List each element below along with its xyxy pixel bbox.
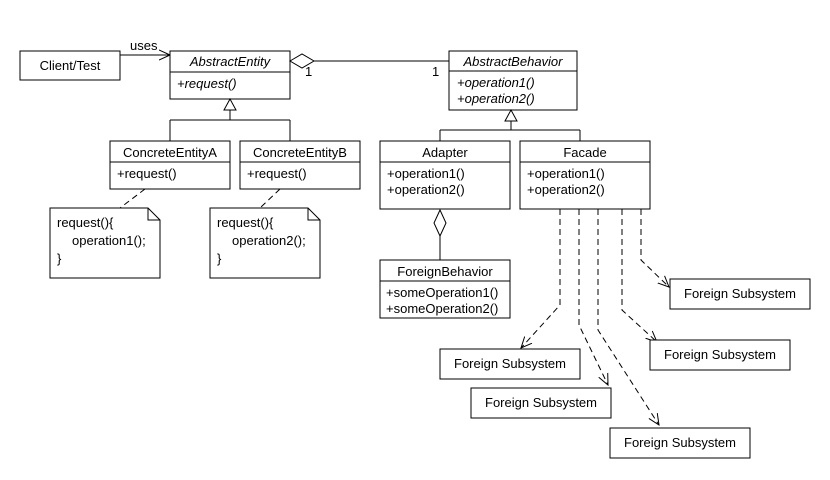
concrete-entity-b-method: +request() (247, 166, 307, 181)
client-test-label: Client/Test (40, 58, 101, 73)
inheritance-triangle-icon (504, 108, 518, 122)
adapter-name: Adapter (422, 145, 468, 160)
uses-label: uses (130, 38, 158, 53)
note-a-line-1: request(){ (57, 215, 114, 230)
facade-dependency-1 (521, 209, 561, 348)
foreign-behavior-method-1: +someOperation1() (386, 285, 498, 300)
foreign-behavior-method-2: +someOperation2() (386, 301, 498, 316)
note-b-line-3: } (217, 251, 222, 266)
concrete-entity-b-name: ConcreteEntityB (253, 145, 347, 160)
foreign-subsystem-box: Foreign Subsystem (609, 427, 751, 459)
note-b-link (259, 188, 281, 209)
foreign-behavior-class: ForeignBehavior +someOperation1() +someO… (379, 259, 511, 319)
note-a-line-3: } (57, 251, 62, 266)
adapter-method-1: +operation1() (387, 166, 465, 181)
adapter-method-2: +operation2() (387, 182, 465, 197)
facade-dependency-3 (597, 209, 659, 425)
abstract-entity-method-request: +request() (177, 76, 237, 91)
concrete-entity-b-class: ConcreteEntityB +request() (239, 140, 361, 190)
note-b-line-1: request(){ (217, 215, 274, 230)
multiplicity-right: 1 (432, 64, 439, 79)
abstract-behavior-method-1: +operation1() (457, 75, 535, 90)
abstract-entity-class: AbstractEntity +request() (169, 50, 291, 100)
facade-class: Facade +operation1() +operation2() (519, 140, 651, 210)
foreign-subsystem-label: Foreign Subsystem (624, 435, 736, 450)
concrete-entity-a-method: +request() (117, 166, 177, 181)
foreign-subsystem-label: Foreign Subsystem (454, 356, 566, 371)
entity-inheritance-connector (169, 97, 291, 141)
concrete-entity-a-name: ConcreteEntityA (123, 145, 217, 160)
note-b: request(){ operation2(); } (209, 207, 321, 279)
adapter-class: Adapter +operation1() +operation2() (379, 140, 511, 210)
concrete-entity-a-class: ConcreteEntityA +request() (109, 140, 231, 190)
foreign-subsystem-box: Foreign Subsystem (470, 387, 612, 419)
note-a-line-2: operation1(); (72, 233, 146, 248)
abstract-behavior-method-2: +operation2() (457, 91, 535, 106)
facade-dependency-2 (578, 209, 608, 385)
foreign-behavior-name: ForeignBehavior (397, 264, 493, 279)
facade-dependency-4 (621, 209, 657, 342)
facade-name: Facade (563, 145, 606, 160)
foreign-subsystem-label: Foreign Subsystem (684, 286, 796, 301)
behavior-inheritance-connector (439, 108, 581, 141)
foreign-subsystem-box: Foreign Subsystem (669, 278, 811, 310)
foreign-subsystem-box: Foreign Subsystem (439, 348, 581, 380)
aggregation-diamond-icon (433, 208, 447, 238)
abstract-behavior-class: AbstractBehavior +operation1() +operatio… (448, 50, 578, 111)
abstract-behavior-name: AbstractBehavior (463, 54, 564, 69)
note-a: request(){ operation1(); } (49, 207, 161, 279)
facade-method-1: +operation1() (527, 166, 605, 181)
foreign-subsystem-label: Foreign Subsystem (664, 347, 776, 362)
note-a-link (119, 188, 146, 209)
abstract-entity-name: AbstractEntity (189, 54, 272, 69)
inheritance-triangle-icon (223, 97, 237, 111)
foreign-subsystem-label: Foreign Subsystem (485, 395, 597, 410)
foreign-subsystem-box: Foreign Subsystem (649, 339, 791, 371)
facade-dependency-5 (640, 209, 669, 287)
facade-method-2: +operation2() (527, 182, 605, 197)
client-test-class: Client/Test (19, 50, 121, 81)
multiplicity-left: 1 (305, 64, 312, 79)
note-b-line-2: operation2(); (232, 233, 306, 248)
